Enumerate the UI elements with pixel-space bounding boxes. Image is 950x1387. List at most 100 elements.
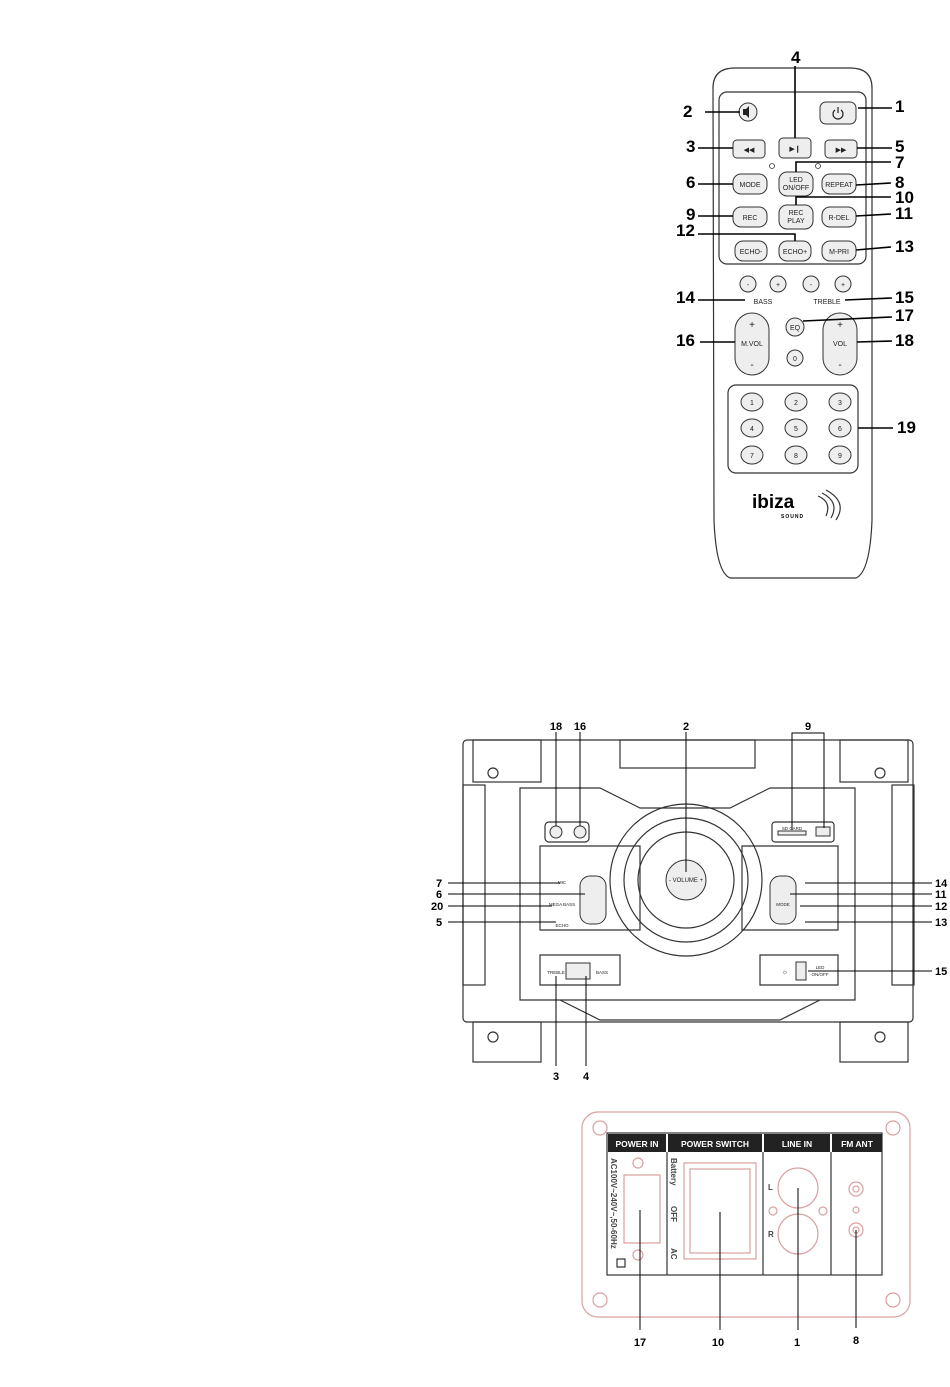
bass-label: BASS — [596, 970, 608, 975]
bass-minus-button[interactable] — [739, 275, 757, 293]
digit-button-1[interactable] — [740, 392, 764, 412]
led-label: LED — [789, 177, 803, 184]
treble-plus-button[interactable] — [834, 275, 852, 293]
sound-logo: SOUND — [781, 514, 804, 520]
vol-label: VOL — [833, 341, 847, 348]
digit-button-3[interactable] — [828, 392, 852, 412]
front-callout-14: 14 — [935, 878, 948, 890]
digit-label-2: 2 — [794, 400, 798, 407]
digit-button-2[interactable] — [784, 392, 808, 412]
power-in-spec: AC100V~240V~,50-60Hz — [609, 1158, 618, 1249]
line-in-l-label: L — [768, 1183, 773, 1192]
m-pri-button[interactable] — [821, 240, 857, 262]
front-callout-15: 15 — [935, 966, 947, 978]
prev-button[interactable] — [732, 139, 766, 159]
r-del-label: R-DEL — [828, 215, 849, 222]
eq-label: EQ — [790, 325, 801, 332]
bass-treble-block — [539, 954, 621, 986]
mic-vol-knob[interactable] — [579, 875, 607, 925]
echo-plus-label: ECHO+ — [783, 249, 807, 256]
left-control-block — [539, 845, 641, 931]
bass-plus-button[interactable] — [769, 275, 787, 293]
rear-panel: POWER IN POWER SWITCH LINE IN FM ANT AC1… — [581, 1111, 911, 1318]
m-vol-plus: + — [749, 320, 755, 331]
front-lower-curve — [559, 999, 821, 1021]
remote-callout-18: 18 — [895, 331, 914, 350]
card-panel — [771, 821, 835, 843]
digit-label-9: 9 — [838, 453, 842, 460]
usb-port[interactable] — [815, 826, 831, 837]
treble-minus-button[interactable] — [802, 275, 820, 293]
remote-callout-1: 1 — [895, 97, 904, 116]
prev-icon: ◀◀ — [744, 147, 755, 154]
rear-callout-1: 1 — [794, 1337, 800, 1349]
mode-knob[interactable] — [769, 875, 797, 925]
digit-button-6[interactable] — [828, 418, 852, 438]
rear-screw-tl — [592, 1120, 608, 1136]
m-vol-label: M.VOL — [741, 341, 763, 348]
digit-label-6: 6 — [838, 426, 842, 433]
rear-callout-8: 8 — [853, 1335, 859, 1347]
digit-button-4[interactable] — [740, 418, 764, 438]
fm-ant-jack-top[interactable] — [848, 1181, 864, 1197]
power-in-title: POWER IN — [616, 1139, 659, 1149]
digit-label-5: 5 — [794, 426, 798, 433]
remote-callout-13: 13 — [895, 237, 914, 256]
remote-callout-9: 9 — [686, 205, 695, 224]
digit-button-5[interactable] — [784, 418, 808, 438]
rec-button[interactable] — [732, 206, 768, 228]
rear-callout-10: 10 — [712, 1337, 724, 1349]
bass-label: BASS — [754, 299, 773, 306]
rec-play-button[interactable] — [778, 204, 814, 230]
fm-ant-hole — [852, 1206, 860, 1214]
led-block — [759, 954, 839, 986]
next-button[interactable] — [824, 139, 858, 159]
led-onoff-label: ON/OFF — [812, 972, 829, 977]
power-in-hole-top — [632, 1157, 644, 1169]
treble-bass-rocker[interactable] — [565, 962, 591, 980]
power-in-hole-bottom — [632, 1249, 644, 1261]
mic-jack-1[interactable] — [549, 825, 563, 839]
remote-callout-12: 12 — [676, 221, 695, 240]
led-switch[interactable] — [795, 961, 807, 981]
remote-callout-7: 7 — [895, 153, 904, 172]
line-in-header — [764, 1134, 830, 1152]
corner-br — [839, 1021, 909, 1063]
mic-label: MIC — [558, 880, 567, 885]
digit-label-1: 1 — [750, 400, 754, 407]
led-label: LED — [816, 965, 826, 970]
right-control-block — [741, 845, 839, 931]
bass-minus-label: - — [747, 282, 750, 289]
mic-jack-panel — [544, 821, 590, 843]
zero-label: 0 — [793, 356, 797, 363]
remote-callout-15: 15 — [895, 288, 914, 307]
treble-label: TREBLE — [547, 970, 565, 975]
repeat-button[interactable] — [821, 173, 857, 195]
vol-rocker[interactable] — [822, 312, 858, 376]
eq-button[interactable] — [785, 317, 805, 337]
remote-callout-14: 14 — [676, 288, 695, 307]
sd-card-slot[interactable] — [777, 830, 807, 836]
remote-callout-16: 16 — [676, 331, 695, 350]
ibiza-logo: ibiza — [752, 492, 795, 513]
digit-button-8[interactable] — [784, 445, 808, 465]
m-vol-minus: - — [750, 360, 753, 371]
power-in-socket[interactable] — [623, 1174, 661, 1244]
digit-button-9[interactable] — [828, 445, 852, 465]
mic-jack-2[interactable] — [573, 825, 587, 839]
right-grille — [891, 784, 915, 986]
m-vol-rocker[interactable] — [734, 312, 770, 376]
led-button[interactable] — [778, 171, 814, 197]
switch-ac-label: AC — [669, 1248, 678, 1260]
front-callout-7: 7 — [436, 878, 442, 890]
digit-button-7[interactable] — [740, 445, 764, 465]
treble-plus-label: + — [841, 282, 845, 289]
r-del-button[interactable] — [821, 206, 857, 228]
carry-handle — [619, 739, 756, 769]
echo-minus-button[interactable] — [734, 240, 768, 262]
zero-button[interactable] — [786, 349, 804, 367]
indicator-dot-left — [769, 163, 775, 169]
